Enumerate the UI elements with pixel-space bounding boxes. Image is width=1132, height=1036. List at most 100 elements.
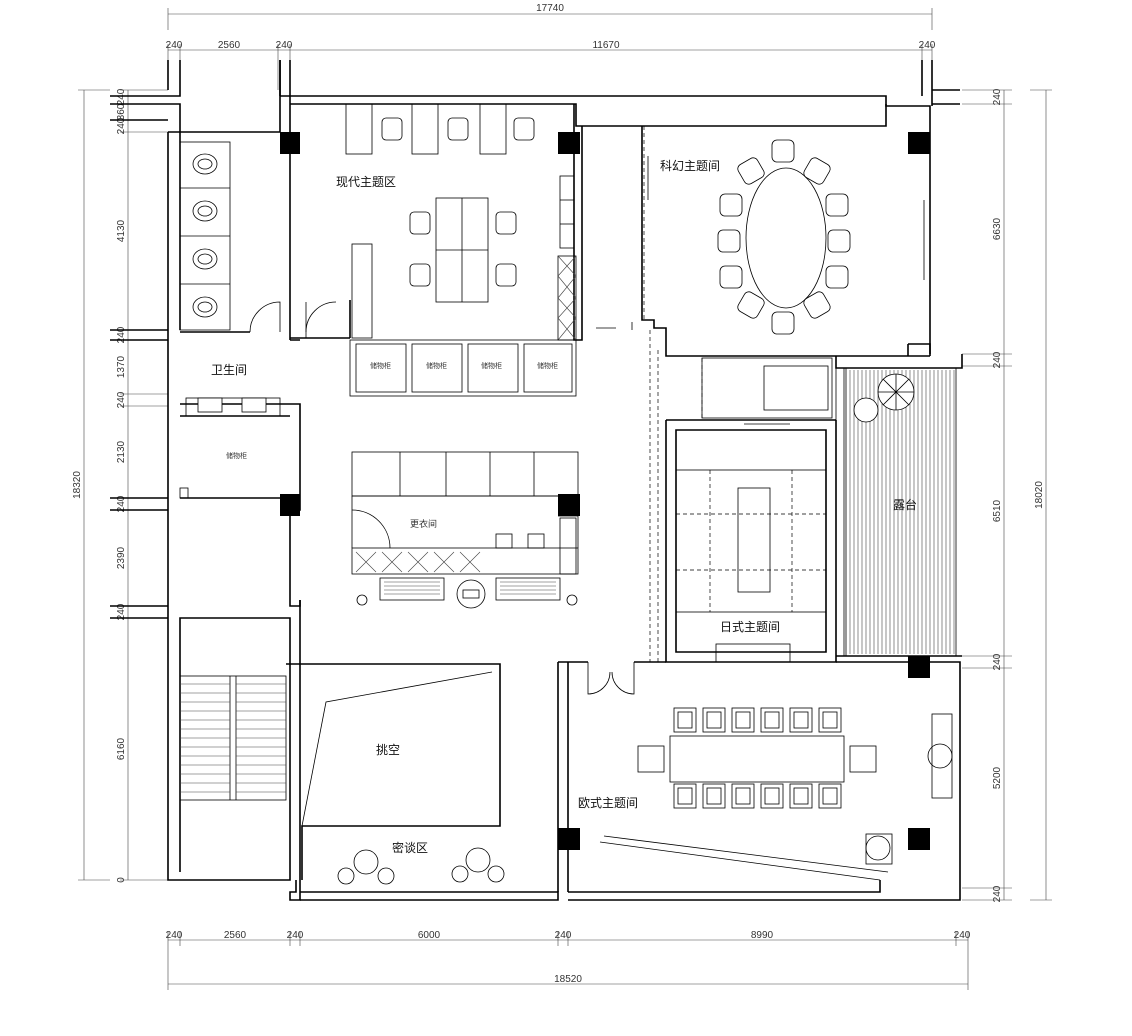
locker-label: 储物柜 xyxy=(370,361,391,370)
dim-top-seg: 11670 xyxy=(592,40,620,51)
armchair-icon xyxy=(465,847,491,873)
sink-icon xyxy=(527,533,545,549)
dim-bottom-seg: 240 xyxy=(166,930,183,941)
chair-icon xyxy=(637,745,665,773)
dim-left-seg: 6160 xyxy=(116,737,127,760)
dim-left-seg: 2390 xyxy=(116,546,127,569)
dim-left-total: 18320 xyxy=(72,471,83,499)
chair-icon xyxy=(381,117,403,141)
fireplace-icon xyxy=(927,743,953,769)
room-label-private: 密谈区 xyxy=(392,840,428,855)
dim-left-seg: 1370 xyxy=(116,355,127,378)
room-label-european: 欧式主题间 xyxy=(578,796,638,810)
chair-icon xyxy=(409,263,431,287)
chair-icon xyxy=(719,265,743,289)
chair-icon xyxy=(731,783,755,809)
void-area xyxy=(286,663,501,880)
modern-zone xyxy=(345,103,577,341)
european-room xyxy=(587,662,953,881)
dim-top-seg: 240 xyxy=(919,40,936,51)
dim-bottom-seg: 240 xyxy=(555,930,572,941)
balcony xyxy=(835,367,957,657)
armchair-icon xyxy=(337,867,355,885)
dim-bottom-total: 18520 xyxy=(554,974,582,985)
toilet-icon xyxy=(192,200,218,222)
chair-icon xyxy=(803,291,831,319)
chair-icon xyxy=(803,157,831,185)
column xyxy=(908,656,930,678)
room-label-balcony: 露台 xyxy=(893,497,917,512)
sink-icon xyxy=(197,397,223,413)
dim-bottom-seg: 2560 xyxy=(224,930,247,941)
chair-icon xyxy=(495,211,517,235)
chair-icon xyxy=(849,745,877,773)
dim-right-seg: 6630 xyxy=(992,217,1003,240)
dim-top-seg: 240 xyxy=(276,40,293,51)
chair-icon xyxy=(789,783,813,809)
chair-icon xyxy=(737,157,765,185)
dim-right-seg: 5200 xyxy=(992,766,1003,789)
dim-top-total: 17740 xyxy=(536,3,564,14)
toilet-icon xyxy=(192,248,218,270)
toilet-icon xyxy=(192,296,218,318)
chair-icon xyxy=(827,229,851,253)
japanese-room xyxy=(675,357,833,663)
chair-icon xyxy=(825,193,849,217)
dim-right-seg: 240 xyxy=(992,351,1003,368)
toilet-stalls xyxy=(179,141,337,417)
column xyxy=(908,828,930,850)
dim-left-seg: 4130 xyxy=(116,219,127,242)
dim-left-seg: 0 xyxy=(116,877,127,883)
dim-right-seg: 240 xyxy=(992,885,1003,902)
dim-left-seg: 240 xyxy=(116,326,127,343)
chair-icon xyxy=(702,783,726,809)
dim-left-seg: 240 xyxy=(116,495,127,512)
armchair-icon xyxy=(353,849,379,875)
dimension-top: 17740 240 2560 240 11670 240 xyxy=(166,3,936,90)
dim-left-seg: 240 xyxy=(116,391,127,408)
chair-icon xyxy=(495,263,517,287)
lamp-icon xyxy=(865,835,891,861)
armchair-icon xyxy=(451,865,469,883)
column xyxy=(908,132,930,154)
structural-columns xyxy=(280,132,930,850)
locker-label: 储物柜 xyxy=(537,361,558,370)
dim-right-seg: 6510 xyxy=(992,499,1003,522)
dimension-left: 18320 240 360 240 4130 240 1370 240 2130… xyxy=(72,88,168,883)
chair-icon xyxy=(447,117,469,141)
plant-icon xyxy=(877,373,915,411)
chair-icon xyxy=(818,783,842,809)
staircase xyxy=(179,675,287,801)
dim-left-seg: 240 xyxy=(116,117,127,134)
column xyxy=(558,132,580,154)
column xyxy=(280,494,300,516)
room-label-void: 挑空 xyxy=(376,743,400,757)
corridor xyxy=(596,322,659,662)
dim-bottom-seg: 6000 xyxy=(418,930,441,941)
column xyxy=(558,494,580,516)
chair-icon xyxy=(789,707,813,733)
private-area xyxy=(337,847,505,885)
dim-bottom-seg: 8990 xyxy=(751,930,774,941)
column xyxy=(558,828,580,850)
chair-icon xyxy=(771,311,795,335)
room-label-scifi: 科幻主题间 xyxy=(660,159,720,173)
dim-right-seg: 240 xyxy=(992,88,1003,105)
toilet-icon xyxy=(192,153,218,175)
scifi-room xyxy=(643,126,925,335)
dimension-right: 18020 240 6630 240 6510 240 5200 240 xyxy=(962,88,1052,902)
sink-icon xyxy=(241,397,267,413)
dim-bottom-seg: 240 xyxy=(287,930,304,941)
chair-icon xyxy=(719,193,743,217)
dim-left-seg: 240 xyxy=(116,603,127,620)
chair-icon xyxy=(702,707,726,733)
armchair-icon xyxy=(377,867,395,885)
chair-icon xyxy=(673,707,697,733)
dim-left-seg: 2130 xyxy=(116,440,127,463)
room-label-dressing: 更衣间 xyxy=(410,518,437,530)
chair-icon xyxy=(673,783,697,809)
locker-row: 储物柜 储物柜 储物柜 储物柜 xyxy=(349,339,577,397)
dim-left-seg: 360 xyxy=(116,103,127,120)
chair-icon xyxy=(513,117,535,141)
